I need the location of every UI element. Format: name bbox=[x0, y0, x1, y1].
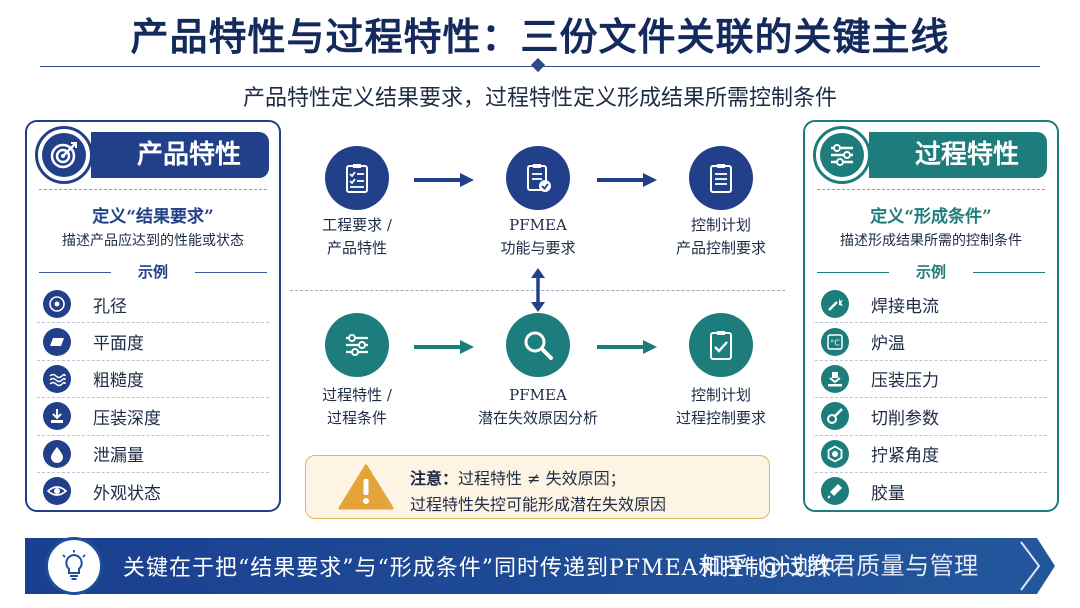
welding-icon bbox=[821, 290, 849, 319]
examples-label: 示例 bbox=[137, 263, 168, 281]
thermometer-icon: °C bbox=[821, 327, 849, 356]
magnifier-icon bbox=[506, 313, 570, 377]
list-item: 泄漏量 bbox=[37, 436, 269, 473]
checklist-icon bbox=[325, 146, 389, 210]
svg-text:°C: °C bbox=[830, 338, 840, 347]
lightbulb-icon bbox=[45, 537, 103, 595]
flow-label-process-characteristics: 过程特性 /过程条件 bbox=[322, 386, 392, 427]
target-icon bbox=[35, 126, 93, 184]
process-characteristic-panel: 过程特性 定义“形成条件” 描述形成结果所需的控制条件 示例 焊接电流 °C 炉… bbox=[803, 120, 1059, 512]
flow-label-control-plan-process: 控制计划过程控制要求 bbox=[675, 386, 766, 427]
arrow-right-icon bbox=[597, 340, 657, 354]
list-item: 孔径 bbox=[37, 286, 269, 324]
eye-icon bbox=[43, 477, 71, 506]
panel-definition: 定义“结果要求” bbox=[92, 207, 214, 227]
cutting-icon bbox=[821, 402, 849, 431]
examples-list: 孔径 平面度 粗糙度 压装深度 泄漏量 外观状态 bbox=[37, 286, 269, 509]
press-icon bbox=[821, 364, 849, 393]
examples-label: 示例 bbox=[915, 263, 946, 281]
nut-icon bbox=[821, 439, 849, 468]
drop-icon bbox=[43, 439, 71, 468]
panel-definition: 定义“形成条件” bbox=[870, 207, 992, 227]
clipboard-icon bbox=[689, 146, 753, 210]
glue-icon bbox=[821, 477, 849, 506]
press-depth-icon bbox=[43, 402, 71, 431]
list-item: 切削参数 bbox=[815, 398, 1047, 436]
footer-banner: 关键在于把“结果要求”与“形成条件”同时传递到PFMEA和控制计划中 知乎 @过… bbox=[25, 537, 1055, 595]
list-item: °C 炉温 bbox=[815, 323, 1047, 361]
list-item: 拧紧角度 bbox=[815, 436, 1047, 473]
page-title: 产品特性与过程特性：三份文件关联的关键主线 bbox=[130, 14, 950, 59]
examples-header: 示例 bbox=[39, 262, 267, 282]
hole-icon bbox=[43, 290, 71, 319]
panel-description: 描述产品应达到的性能或状态 bbox=[62, 233, 244, 249]
footer-banner-bg bbox=[25, 538, 1055, 594]
panel-divider bbox=[39, 189, 267, 190]
examples-header: 示例 bbox=[817, 262, 1045, 282]
panel-description: 描述形成结果所需的控制条件 bbox=[840, 233, 1022, 249]
list-item: 外观状态 bbox=[37, 473, 269, 509]
arrow-updown-icon bbox=[531, 268, 545, 312]
list-item: 胶量 bbox=[815, 473, 1047, 509]
notice-line-1: 注意：过程特性 ≠ 失效原因； bbox=[410, 469, 626, 488]
warning-icon bbox=[338, 464, 394, 510]
sliders-icon bbox=[325, 313, 389, 377]
footer-key-message: 关键在于把“结果要求”与“形成条件”同时传递到PFMEA和控制计划中 bbox=[123, 556, 837, 581]
flow-label-control-plan-product: 控制计划产品控制要求 bbox=[675, 216, 766, 257]
panel-title: 过程特性 bbox=[869, 132, 1047, 178]
panel-title: 产品特性 bbox=[91, 132, 269, 178]
document-check-icon bbox=[506, 146, 570, 210]
roughness-icon bbox=[43, 364, 71, 393]
arrow-right-icon bbox=[597, 173, 657, 187]
list-item: 压装压力 bbox=[815, 361, 1047, 399]
clipboard-check-icon bbox=[689, 313, 753, 377]
page-subtitle: 产品特性定义结果要求，过程特性定义形成结果所需控制条件 bbox=[242, 86, 837, 111]
list-item: 粗糙度 bbox=[37, 361, 269, 399]
examples-list: 焊接电流 °C 炉温 压装压力 切削参数 拧紧角度 胶量 bbox=[815, 286, 1047, 509]
list-item: 平面度 bbox=[37, 323, 269, 361]
notice-box: 注意：过程特性 ≠ 失效原因； 过程特性失控可能形成潜在失效原因 bbox=[305, 455, 770, 519]
watermark: 知乎 @过教君质量与管理 bbox=[701, 552, 979, 580]
list-item: 焊接电流 bbox=[815, 286, 1047, 324]
notice-line-2: 过程特性失控可能形成潜在失效原因 bbox=[410, 495, 667, 514]
panel-divider bbox=[817, 189, 1045, 190]
list-item: 压装深度 bbox=[37, 398, 269, 436]
flow-label-engineering-requirements: 工程要求 /产品特性 bbox=[322, 216, 392, 257]
arrow-right-icon bbox=[414, 340, 474, 354]
product-characteristic-panel: 产品特性 定义“结果要求” 描述产品应达到的性能或状态 示例 孔径 平面度 粗糙… bbox=[25, 120, 281, 512]
flatness-icon bbox=[43, 327, 71, 356]
sliders-icon bbox=[813, 126, 871, 184]
arrow-right-icon bbox=[414, 173, 474, 187]
